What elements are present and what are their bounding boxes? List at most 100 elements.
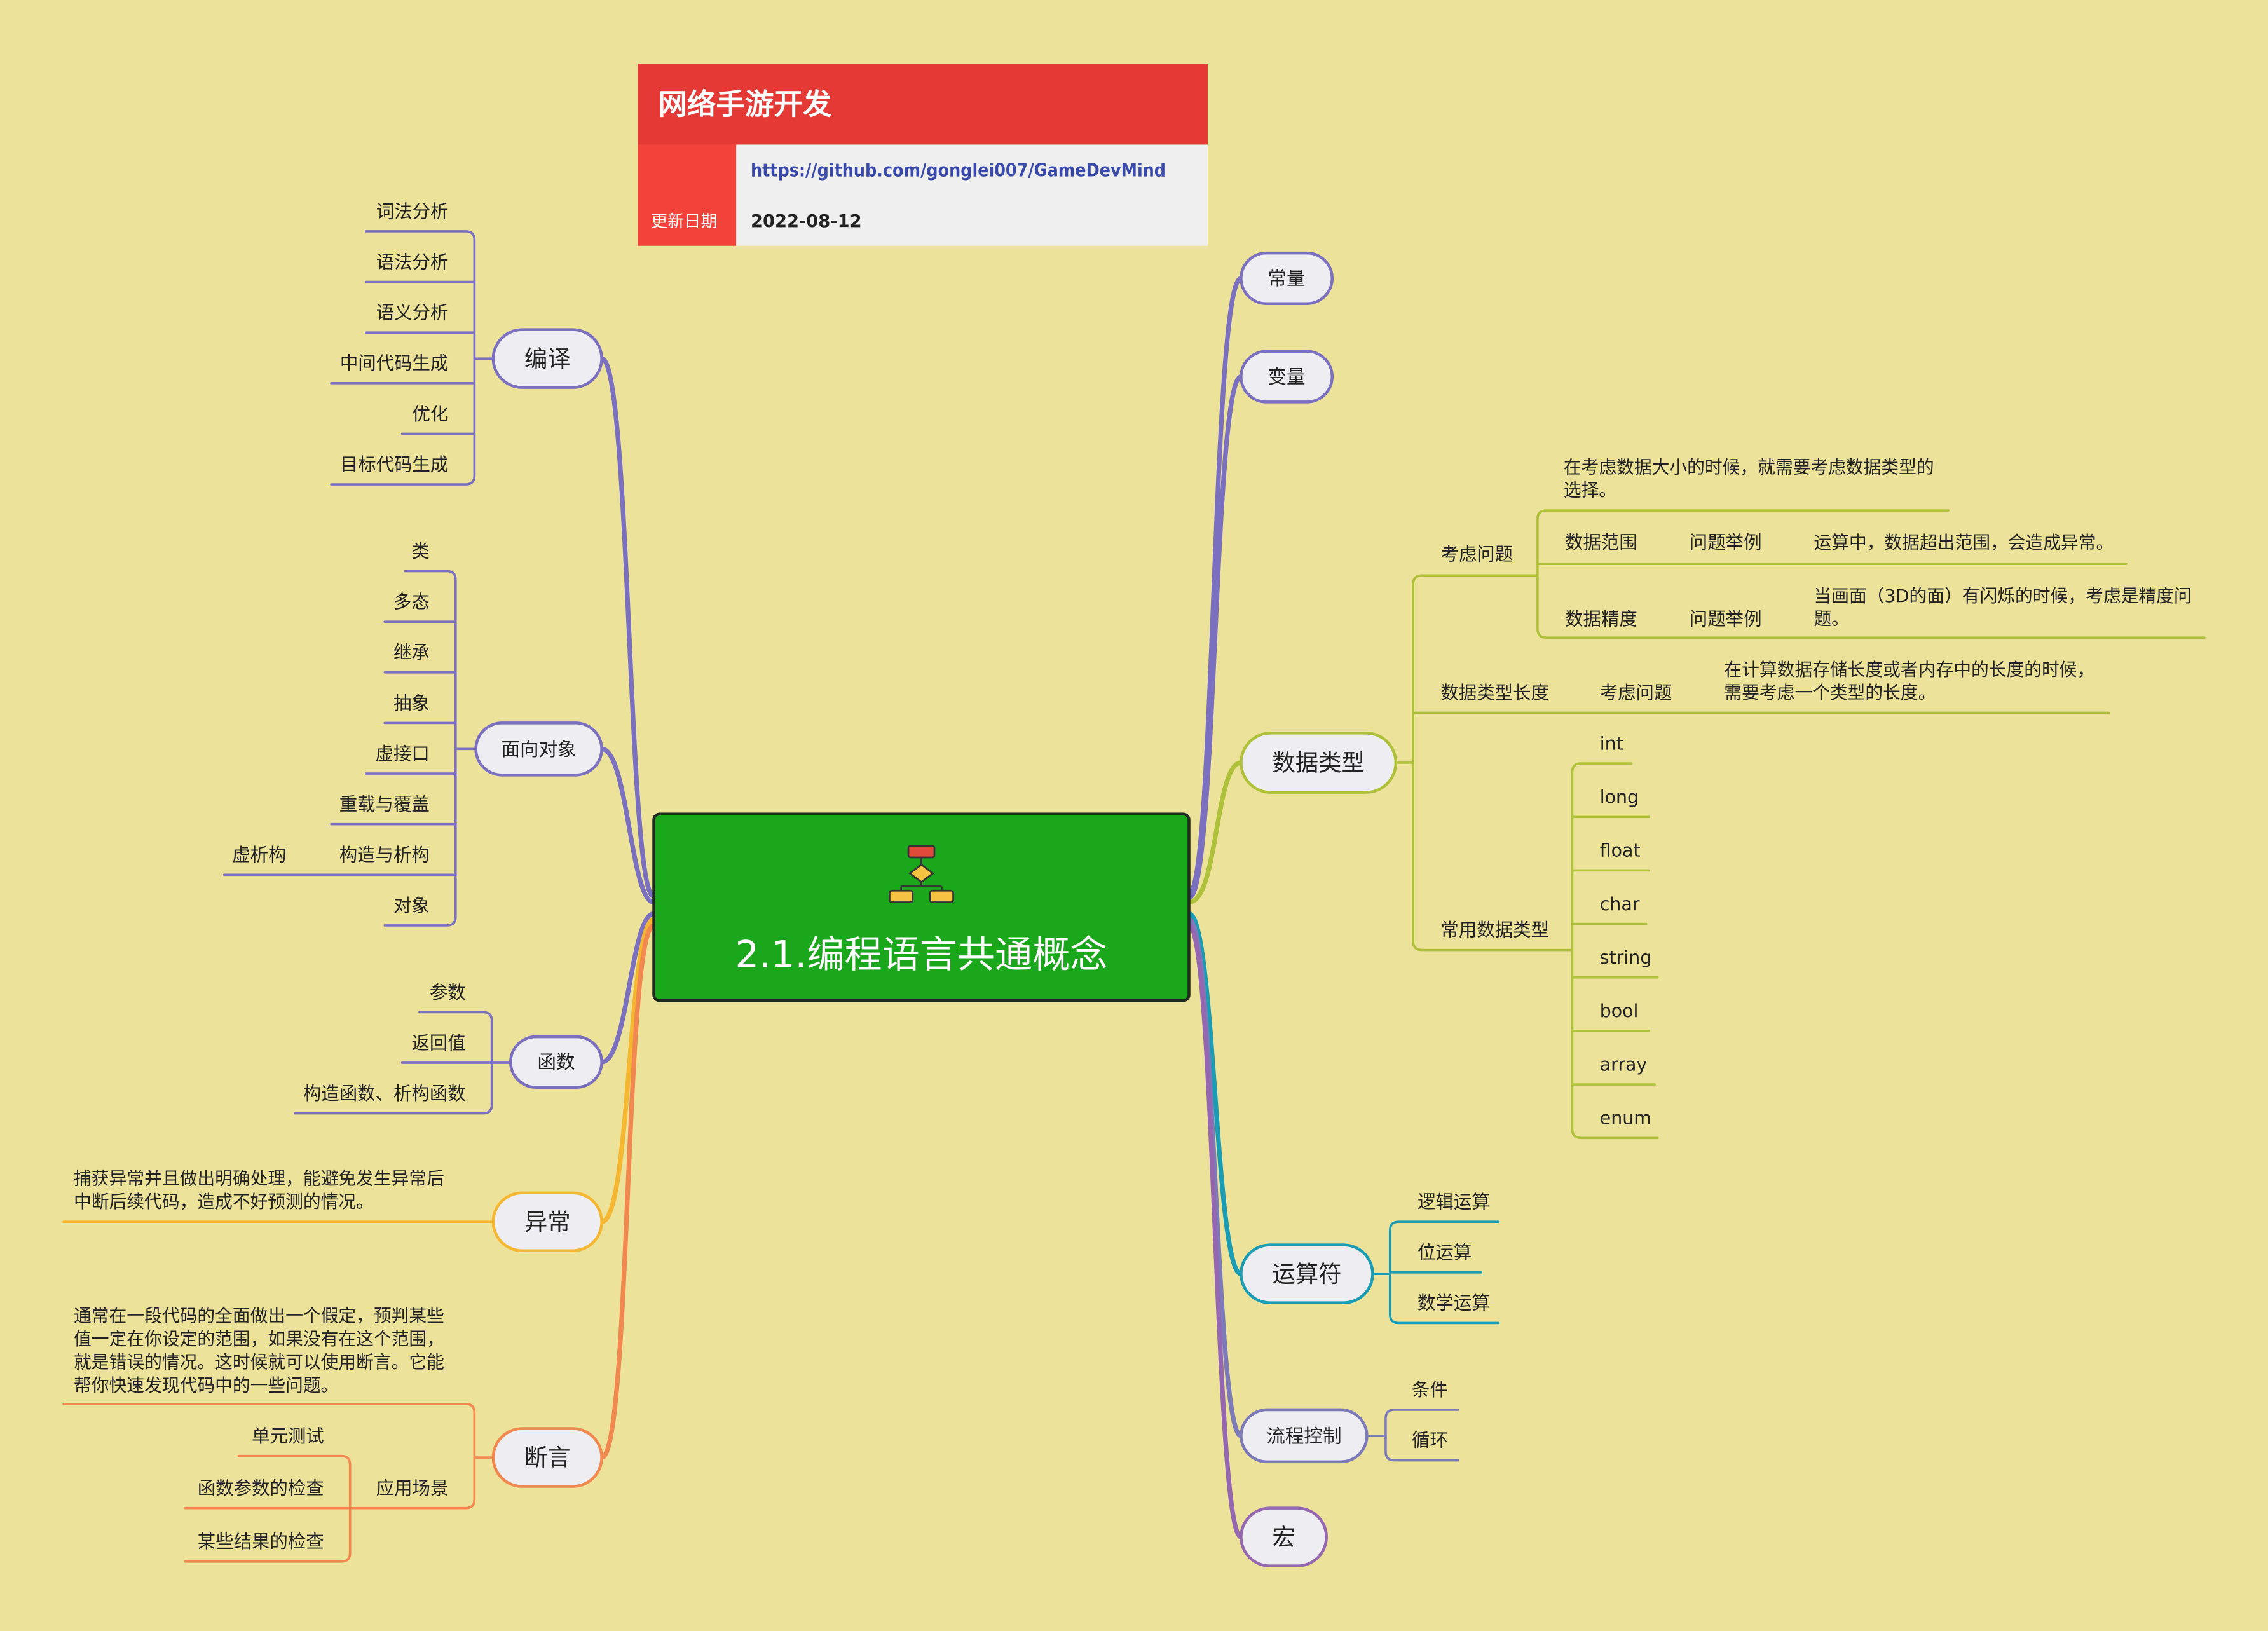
curve-function (599, 911, 657, 1065)
common-type-bool: bool (1600, 1000, 1639, 1021)
central-topic: 2.1.编程语言共通概念 (652, 812, 1191, 1002)
topic-data-types: 数据类型 (1272, 749, 1365, 777)
compile-connectors (330, 230, 495, 486)
oop-child-inheritance: 继承 (393, 642, 430, 663)
topic-flow-control: 流程控制 (1266, 1425, 1341, 1447)
data-types-connectors (1395, 509, 2206, 1140)
precision-example-label: 问题举例 (1690, 609, 1762, 630)
common-type-int: int (1600, 733, 1623, 754)
branch-data-types: 数据类型 考虑问题 在考虑数据大小的时候，就需要考虑数据类型的 选择。 数据范围… (1240, 456, 2206, 1140)
compile-child-syntax: 语法分析 (376, 252, 449, 273)
compile-child-optimize: 优化 (413, 404, 449, 425)
assertion-note-line: 帮你快速发现代码中的一些问题。 (74, 1375, 338, 1396)
assertion-note-line: 通常在一段代码的全面做出一个假定，预判某些 (74, 1306, 444, 1327)
data-types-child-considerations: 考虑问题 (1440, 543, 1513, 564)
header-date: 2022-08-12 (751, 212, 862, 231)
compile-child-lexical: 词法分析 (376, 201, 449, 222)
compile-child-target-code: 目标代码生成 (340, 454, 449, 475)
oop-child-class: 类 (411, 541, 429, 562)
topic-exception-box (491, 1191, 603, 1252)
topic-operators: 运算符 (1272, 1260, 1341, 1288)
function-connectors (294, 1011, 512, 1115)
topic-data-types-box (1240, 732, 1398, 794)
branch-oop: 面向对象 类 多态 继承 抽象 虚接口 重载与覆盖 构造与析构 虚析构 对象 (222, 541, 603, 927)
flow-control-connectors (1365, 1409, 1459, 1462)
header-title-bar (638, 64, 1208, 145)
compile-child-intermediate: 中间代码生成 (340, 353, 449, 374)
flow-child-condition: 条件 (1412, 1379, 1448, 1400)
assertion-child-usage: 应用场景 (376, 1478, 449, 1499)
oop-child-ctor-dtor: 构造与析构 (339, 845, 430, 866)
assertion-note-line: 值一定在你设定的范围，如果没有在这个范围， (74, 1328, 444, 1349)
central-topic-box (652, 812, 1191, 1002)
branch-assertion: 断言 通常在一段代码的全面做出一个假定，预判某些 值一定在你设定的范围，如果没有… (62, 1306, 603, 1563)
branch-variable: 变量 (1240, 350, 1334, 404)
topic-oop-box (474, 721, 603, 777)
oop-child-polymorphism: 多态 (393, 592, 430, 613)
oop-child-virtual-interface: 虚接口 (376, 743, 430, 764)
range-example-label: 问题举例 (1690, 532, 1762, 553)
topic-operators-box (1240, 1243, 1374, 1304)
data-types-child-common: 常用数据类型 (1440, 920, 1549, 941)
topic-function-box (509, 1035, 603, 1089)
common-type-enum: enum (1600, 1107, 1651, 1128)
usage-child-unit-test: 单元测试 (252, 1426, 324, 1447)
oop-child-overload-override: 重载与覆盖 (339, 794, 430, 815)
header-link[interactable]: https://github.com/gonglei007/GameDevMin… (751, 160, 1166, 181)
operators-connectors (1371, 1220, 1500, 1325)
topic-constant: 常量 (1267, 268, 1305, 289)
common-type-char: char (1600, 894, 1640, 915)
topic-flow-control-box (1240, 1408, 1369, 1464)
topic-constant-box (1240, 251, 1334, 305)
exception-note-line: 中断后续代码，造成不好预测的情况。 (74, 1191, 374, 1212)
topic-compile: 编译 (524, 345, 571, 372)
topic-variable-box (1240, 350, 1334, 404)
function-child-ctor-dtor: 构造函数、析构函数 (303, 1083, 466, 1104)
topic-macro-box (1240, 1506, 1328, 1567)
branch-flow-control: 流程控制 条件 循环 (1240, 1379, 1459, 1464)
header-date-label-cell (638, 144, 737, 246)
assertion-note-line: 就是错误的情况。这时候就可以使用断言。它能 (74, 1351, 444, 1372)
considerations-note-line: 选择。 (1564, 480, 1616, 501)
usage-child-param-check: 函数参数的检查 (198, 1478, 324, 1499)
function-child-return: 返回值 (411, 1032, 465, 1053)
topic-function: 函数 (537, 1051, 575, 1073)
topic-assertion-box (491, 1427, 603, 1488)
header-title: 网络手游开发 (658, 88, 832, 121)
precision-example-text: 当画面（3D的面）有闪烁的时候，考虑是精度问 (1814, 585, 2191, 606)
exception-note-line: 捕获异常并且做出明确处理，能避免发生异常后 (74, 1168, 444, 1189)
length-consideration-label: 考虑问题 (1600, 683, 1672, 704)
precision-example-text: 题。 (1814, 608, 1849, 629)
branch-exception: 异常 捕获异常并且做出明确处理，能避免发生异常后 中断后续代码，造成不好预测的情… (62, 1168, 603, 1252)
assertion-connectors (62, 1403, 495, 1563)
topic-assertion: 断言 (524, 1444, 571, 1471)
common-type-string: string (1600, 947, 1652, 968)
curve-exception (599, 917, 657, 1224)
main-branch-curves (599, 276, 1244, 1539)
curve-variable (1186, 374, 1244, 901)
topic-oop: 面向对象 (501, 739, 576, 760)
topic-compile-box (491, 328, 603, 389)
common-type-float: float (1600, 840, 1641, 861)
oop-connectors (222, 570, 477, 927)
org-chart-icon (889, 845, 954, 903)
common-type-array: array (1600, 1054, 1648, 1075)
curve-assertion (599, 923, 657, 1460)
topic-exception: 异常 (524, 1208, 571, 1236)
branch-compile: 编译 词法分析 语法分析 语义分析 中间代码生成 优化 目标代码生成 (330, 201, 603, 486)
curve-compile (599, 356, 657, 899)
operators-child-math: 数学运算 (1418, 1293, 1490, 1314)
considerations-child-range: 数据范围 (1565, 532, 1637, 553)
topic-macro: 宏 (1272, 1524, 1295, 1551)
central-topic-title: 2.1.编程语言共通概念 (735, 932, 1107, 976)
curve-macro (1186, 923, 1244, 1539)
curve-data-types (1186, 760, 1244, 905)
common-type-long: long (1600, 786, 1639, 807)
branch-macro: 宏 (1240, 1506, 1328, 1567)
oop-grandchild-virtual-dtor: 虚析构 (232, 845, 286, 866)
flow-child-loop: 循环 (1412, 1430, 1448, 1451)
branch-operators: 运算符 逻辑运算 位运算 数学运算 (1240, 1191, 1500, 1325)
branch-constant: 常量 (1240, 251, 1334, 305)
function-child-params: 参数 (430, 982, 466, 1003)
